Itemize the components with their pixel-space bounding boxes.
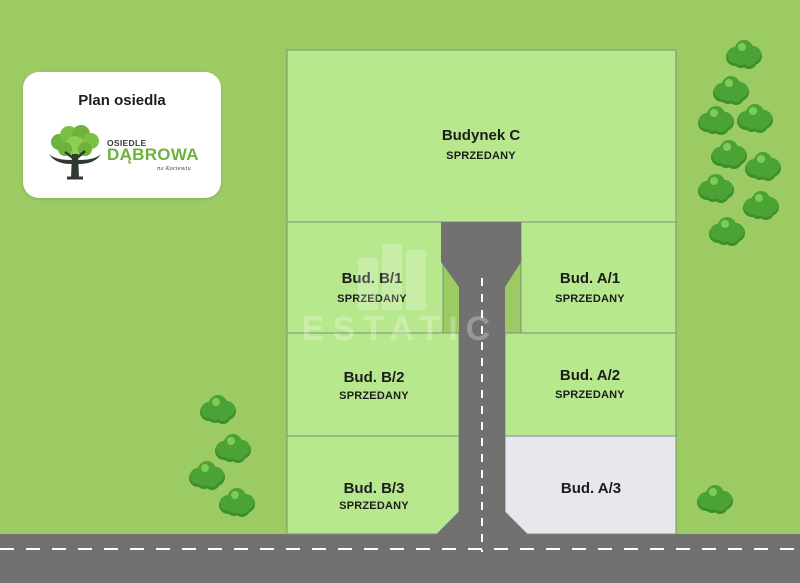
plot-name: Bud. A/2 — [560, 367, 620, 384]
bush — [698, 106, 734, 135]
bush — [713, 76, 749, 105]
plots-layer: Budynek C SPRZEDANY Bud. B/1 SPRZEDANY B… — [286, 49, 677, 535]
logo-word-top: OSIEDLE — [107, 138, 147, 148]
bush — [709, 217, 745, 246]
bush — [215, 434, 251, 463]
logo-word-sub: na Kociewiu — [157, 166, 191, 172]
plot-shape — [286, 332, 460, 437]
main-road — [0, 534, 800, 583]
bush — [189, 461, 225, 490]
plot-shape — [286, 49, 677, 223]
plot-bud-a3[interactable]: Bud. A/3 — [504, 435, 677, 535]
bush — [697, 485, 733, 514]
logo-word-main: DĄBROWA — [107, 145, 199, 164]
plot-bud-b2[interactable]: Bud. B/2 SPRZEDANY — [286, 332, 460, 437]
bush — [200, 395, 236, 424]
bush — [726, 40, 762, 69]
plot-status: SPRZEDANY — [339, 390, 409, 402]
bush — [745, 152, 781, 181]
plot-bud-a2[interactable]: Bud. A/2 SPRZEDANY — [504, 332, 677, 437]
bush — [698, 174, 734, 203]
plot-name: Bud. A/1 — [560, 270, 620, 287]
osiedle-dabrowa-logo: OSIEDLE DĄBROWA na Kociewiu — [45, 124, 205, 182]
bush — [737, 104, 773, 133]
legend-card: Plan osiedla OSIEDLE DĄBROWA na Kociewiu — [23, 72, 221, 198]
legend-title: Plan osiedla — [78, 92, 166, 109]
plot-status: SPRZEDANY — [446, 150, 516, 162]
plot-shape — [286, 221, 444, 334]
bush — [219, 488, 255, 517]
plot-bud-a1[interactable]: Bud. A/1 SPRZEDANY — [520, 221, 677, 334]
oak-tree-icon — [49, 125, 101, 180]
bushes-layer — [189, 40, 781, 517]
bush — [743, 191, 779, 220]
plot-name: Bud. B/2 — [344, 369, 405, 386]
plot-status: SPRZEDANY — [555, 389, 625, 401]
plot-status: SPRZEDANY — [555, 293, 625, 305]
plot-name: Bud. B/1 — [342, 270, 403, 287]
plot-name: Bud. B/3 — [344, 480, 405, 497]
plot-name: Budynek C — [442, 127, 521, 144]
plot-status: SPRZEDANY — [337, 293, 407, 305]
plot-bud-b3[interactable]: Bud. B/3 SPRZEDANY — [286, 435, 460, 535]
plot-status: SPRZEDANY — [339, 500, 409, 512]
bush — [711, 140, 747, 169]
plot-budynek-c[interactable]: Budynek C SPRZEDANY — [286, 49, 677, 223]
plot-shape — [504, 332, 677, 437]
plot-bud-b1[interactable]: Bud. B/1 SPRZEDANY — [286, 221, 444, 334]
plot-name: Bud. A/3 — [561, 480, 621, 497]
